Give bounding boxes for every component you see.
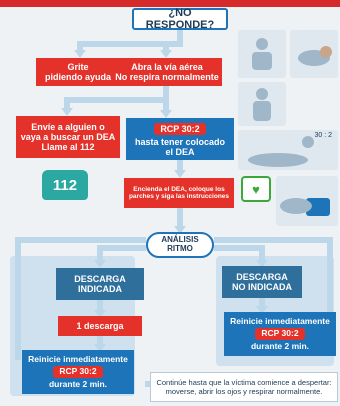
analysis-box: ANÁLISIS RITMO bbox=[146, 232, 214, 258]
resume-left-box: Reinicie inmediatamente RCP 30:2 durante… bbox=[22, 350, 134, 394]
phone-number: 112 bbox=[52, 176, 78, 194]
illustration-aed bbox=[276, 176, 338, 226]
shock-indicated-box: DESCARGA INDICADA bbox=[56, 268, 144, 300]
illustration-call bbox=[238, 82, 286, 126]
shock-not-indicated-box: DESCARGA NO INDICADA bbox=[222, 266, 302, 298]
resume-right-line1: Reinicie inmediatamente bbox=[230, 315, 330, 326]
cpr-compressions-icon bbox=[248, 136, 314, 167]
one-shock-box: 1 descarga bbox=[58, 316, 142, 336]
person-icon bbox=[252, 38, 272, 70]
continue-note-text: Continúe hasta que la víctima comience a… bbox=[156, 377, 332, 396]
title-box: ¿NO RESPONDE? bbox=[132, 6, 228, 31]
resume-right-line3: durante 2 min. bbox=[250, 340, 310, 351]
resume-left-line3: durante 2 min. bbox=[48, 378, 108, 389]
send-for-aed-box: Envíe a alguien o vaya a buscar un DEA L… bbox=[16, 116, 120, 158]
head-tilt-icon bbox=[298, 46, 332, 66]
cpr-until-aed-box: RCP 30:2 hasta tener colocado el DEA bbox=[126, 118, 234, 160]
phone-icon: 112 bbox=[42, 170, 88, 200]
aed-device-icon bbox=[280, 198, 330, 216]
open-airway-line2: No respira normalmente bbox=[115, 72, 219, 82]
illustration-airway bbox=[290, 30, 338, 78]
header-band bbox=[0, 0, 340, 7]
illus-ratio: 30 : 2 bbox=[314, 132, 332, 139]
continue-note: Continúe hasta que la víctima comience a… bbox=[150, 372, 338, 402]
caller-icon bbox=[253, 88, 271, 121]
cpr-until-aed-text: hasta tener colocado el DEA bbox=[134, 136, 226, 158]
open-airway-line1: Abra la vía aérea bbox=[131, 61, 203, 72]
aed-heart-icon: ♥ bbox=[241, 176, 271, 202]
analysis-text: ANÁLISIS RITMO bbox=[161, 235, 199, 253]
resume-left-line1: Reinicie inmediatamente bbox=[28, 353, 128, 364]
title-text: ¿NO RESPONDE? bbox=[145, 6, 215, 31]
cpr-badge: RCP 30:2 bbox=[154, 122, 206, 135]
resume-right-badge: RCP 30:2 bbox=[255, 328, 305, 340]
one-shock-text: 1 descarga bbox=[76, 320, 124, 331]
shout-text: Grite pidiendo ayuda bbox=[44, 61, 111, 82]
send-for-aed-text: Envíe a alguien o vaya a buscar un DEA L… bbox=[20, 121, 116, 153]
open-airway-box: Abra la vía aérea No respira normalmente bbox=[112, 58, 222, 86]
shout-box: Grite pidiendo ayuda bbox=[36, 58, 120, 86]
shock-indicated-text: DESCARGA INDICADA bbox=[74, 273, 126, 294]
shock-not-indicated-text: DESCARGA NO INDICADA bbox=[232, 271, 292, 292]
turn-on-aed-text: Encienda el DEA, coloque los parches y s… bbox=[128, 185, 230, 200]
resume-right-box: Reinicie inmediatamente RCP 30:2 durante… bbox=[224, 312, 336, 356]
turn-on-aed-box: Encienda el DEA, coloque los parches y s… bbox=[124, 178, 234, 208]
resume-left-badge: RCP 30:2 bbox=[53, 366, 103, 378]
illustration-check-response bbox=[238, 30, 286, 78]
illustration-cpr: 30 : 2 bbox=[238, 130, 338, 170]
